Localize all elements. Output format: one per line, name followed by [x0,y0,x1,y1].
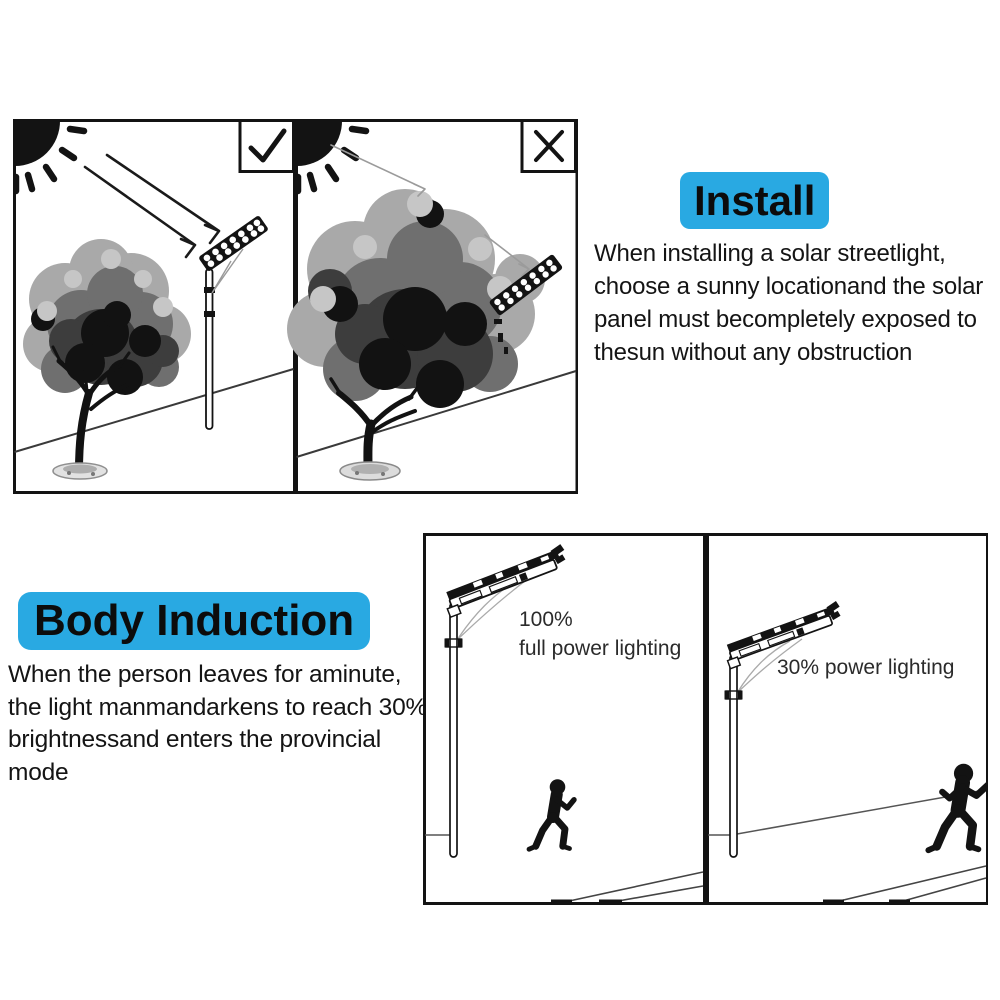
paragraph-line: brightnessand enters the provincial [8,726,381,753]
road-line [14,368,294,453]
paragraph-line: thesun without any obstruction [594,339,913,366]
paragraph-line: When the person leaves for aminute, [8,661,402,688]
paragraph-line: the light manmandarkens to reach 30% [8,693,428,721]
wrong-install-panel [287,119,578,494]
x-icon [520,119,577,173]
road-line [895,877,987,904]
tree-illustration [287,189,545,481]
paragraph-line: choose a sunny locationand the solar [594,273,984,300]
road-line [830,865,987,904]
check-icon [238,119,295,173]
install-paragraph: When installing a solar streetlight, cho… [594,237,983,369]
body-induction-paragraph: When the person leaves for aminute, the … [8,659,427,789]
body-induction-diagram [423,533,988,905]
blocked-sunlight-arrows [330,144,530,277]
paragraph-line: When installing a solar streetlight, [594,240,946,267]
full-power-text-label: full power lighting [519,637,682,660]
full-power-value-label: 100% [519,608,573,631]
solar-streetlight [439,542,574,858]
install-title-badge: Install [680,172,830,229]
road-line [606,885,704,904]
full-power-panel [423,533,706,905]
paragraph-line: mode [8,758,69,786]
solar-streetlight [720,599,848,858]
paragraph-line: panel must becompletely exposed to [594,306,977,333]
low-power-text-label: 30% power lighting [777,656,955,679]
solar-streetlight [199,216,268,430]
low-power-panel [706,533,988,905]
road-edge-line [736,789,986,835]
tree-illustration [23,239,191,480]
road-line [296,370,577,458]
road-line [559,871,704,904]
correct-install-panel [13,119,296,494]
sunlight-arrows [83,153,221,259]
solar-streetlight [489,254,563,354]
body-induction-title-badge: Body Induction [18,592,371,650]
install-diagram [13,119,578,494]
